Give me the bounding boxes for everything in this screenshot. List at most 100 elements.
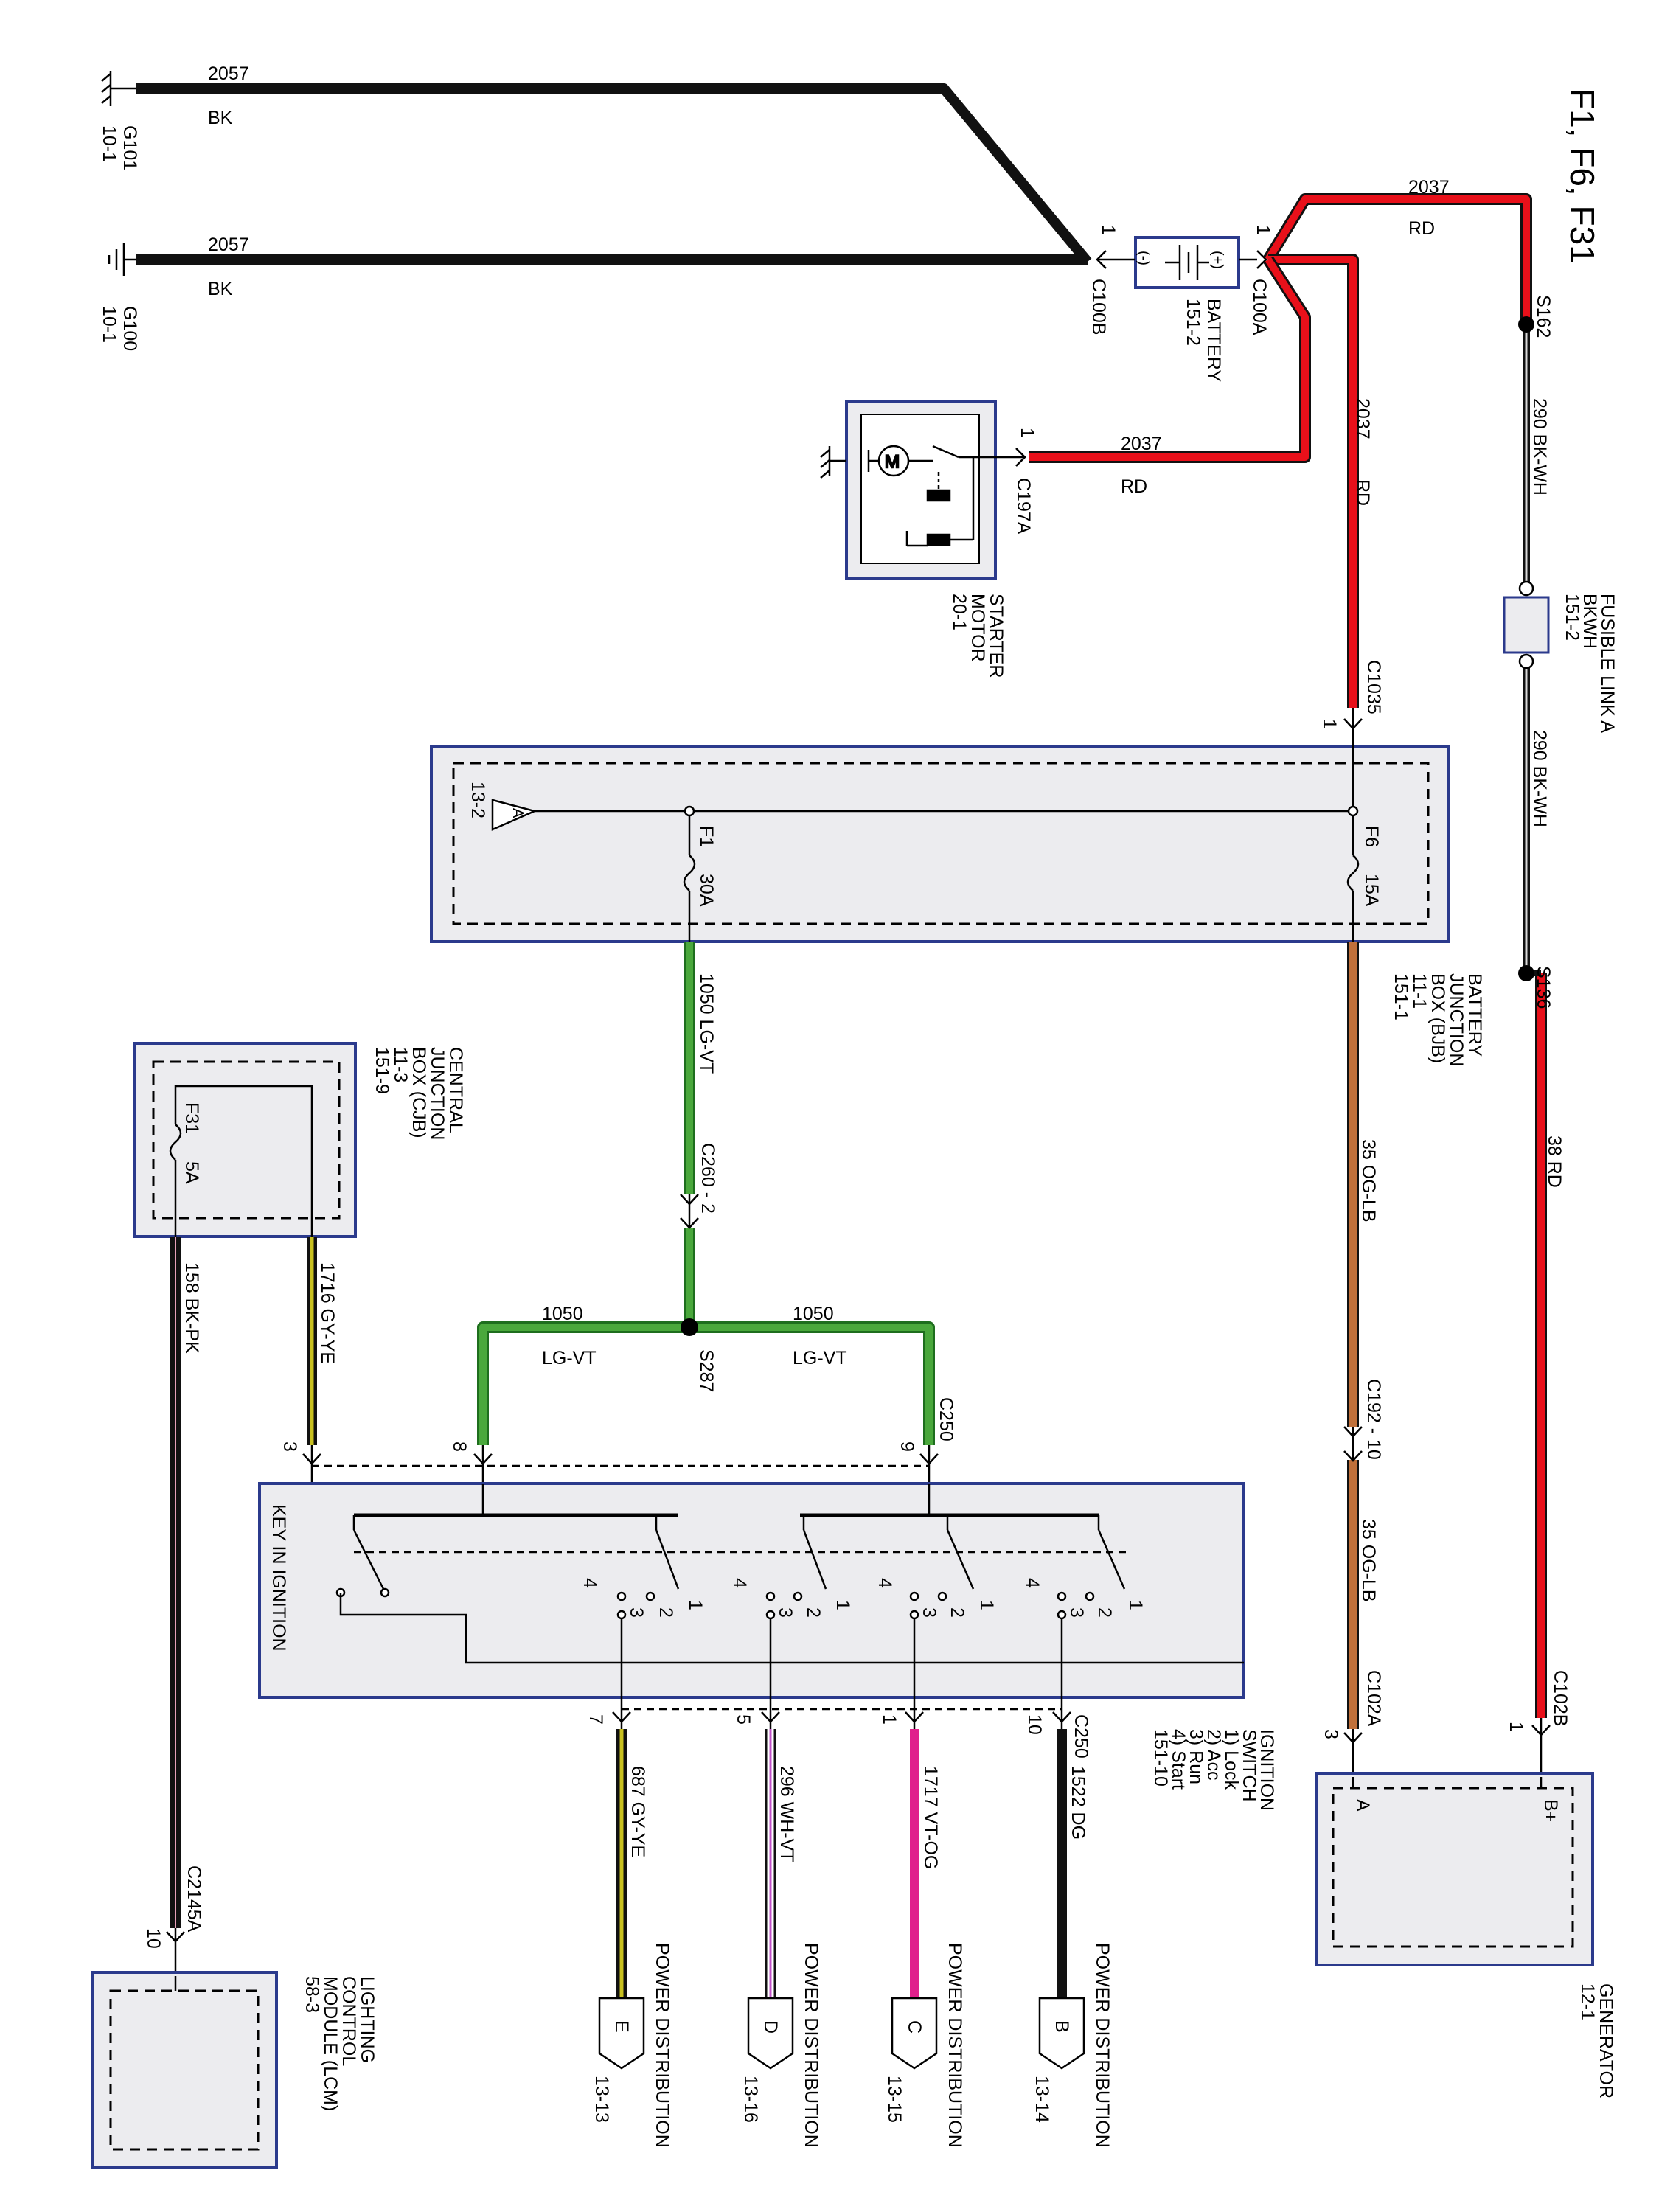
output-wires: [616, 1729, 1067, 1998]
connector-c102a-pin: 3: [1321, 1729, 1341, 1739]
ground-g100-name: G100: [119, 306, 140, 351]
pd-d-label: POWER DISTRIBUTION: [801, 1943, 821, 2148]
splice-s162-dot: [1518, 316, 1534, 333]
fusible-link-l1: FUSIBLE LINK A: [1597, 594, 1618, 733]
splice-s287: S287: [681, 1318, 717, 1392]
ignition-s2: 2) Acc: [1203, 1729, 1224, 1780]
bjb-triangle-letter: A: [509, 808, 526, 818]
fusible-link-ref: 151-2: [1562, 594, 1582, 641]
starter-ground-icon: [820, 446, 846, 479]
wire-bkwh-lower: 290 BK-WH: [1529, 730, 1550, 827]
connector-c102a: C102A 3: [1321, 1670, 1384, 1777]
fuse-f6-amp: 15A: [1361, 874, 1382, 907]
fuse-f31-icon: [169, 1124, 182, 1237]
wire-vert-rd-color: RD: [1352, 479, 1373, 506]
fusible-link-icon: [1503, 596, 1550, 654]
svg-text:2: 2: [947, 1607, 967, 1618]
bjb-l1: BATTERY: [1464, 973, 1485, 1057]
connector-c100b: C100B 1: [1088, 225, 1135, 335]
wire-lgvt-right-num: 1050: [793, 1304, 834, 1324]
ground-g101-icon: [101, 71, 136, 106]
connector-c100b-pin: 1: [1098, 225, 1119, 235]
wire-top-rd-num: 2037: [1408, 177, 1450, 198]
generator-box: [1315, 1772, 1594, 1966]
out-pin-7: 7: [585, 1714, 606, 1725]
battery-minus: (-): [1135, 251, 1152, 265]
svg-text:1: 1: [1125, 1600, 1146, 1610]
cjb-l1: CENTRAL: [445, 1047, 466, 1133]
key-in-ignition-label: KEY IN IGNITION: [268, 1504, 289, 1652]
svg-text:M: M: [885, 452, 900, 472]
cjb-ref1: 11-3: [390, 1047, 411, 1082]
svg-text:4: 4: [580, 1578, 600, 1588]
wire-g101-num: 2057: [208, 63, 249, 84]
generator-pin-b: B+: [1540, 1799, 1561, 1822]
svg-text:3: 3: [919, 1607, 939, 1618]
svg-text:4: 4: [729, 1578, 750, 1588]
out-pin-1: 1: [879, 1714, 900, 1725]
battery-junction-box: 13-2 A F1 30A F6 15A BATTERY JUNCTION BO…: [430, 745, 1485, 1066]
fusible-link: FUSIBLE LINK A BKWH 151-2: [1503, 580, 1618, 733]
svg-text:2: 2: [803, 1607, 824, 1618]
wire-out-b-label: 1522 DG: [1068, 1766, 1088, 1840]
pd-c-page: 13-15: [884, 2076, 905, 2123]
wire-og-upper: 35 OG-LB: [1358, 1139, 1379, 1222]
bjb-box: [430, 745, 1450, 943]
connector-c250-top-label: C250: [936, 1397, 956, 1441]
wire-starter-num: 2037: [1121, 434, 1162, 454]
connector-c1035: C1035 1: [1319, 660, 1384, 745]
pd-b-label: POWER DISTRIBUTION: [1092, 1943, 1113, 2148]
ground-g100-icon: [108, 243, 136, 276]
wire-out-d-label: 296 WH-VT: [776, 1766, 797, 1863]
bjb-ref1: 11-1: [1409, 973, 1430, 1009]
connector-c260-label: C260 - 2: [698, 1143, 718, 1214]
lcm-l1: LIGHTING: [357, 1976, 378, 2063]
generator-ref: 12-1: [1577, 1983, 1598, 2020]
wire-lgvt-right-color: LG-VT: [793, 1348, 847, 1368]
wire-g101-color: BK: [208, 108, 233, 128]
starter-motor: M STARTER MOTOR 20-1: [820, 400, 1006, 678]
generator-pin-a: A: [1352, 1799, 1373, 1812]
cjb-l2: JUNCTION: [427, 1047, 448, 1140]
svg-text:3: 3: [1066, 1607, 1087, 1618]
pd-e-arrow-icon: [598, 1997, 645, 2070]
wire-lgvt-left-color: LG-VT: [542, 1348, 597, 1368]
connector-c100a: C100A 1: [1239, 225, 1273, 335]
wire-bkpk-label: 158 BK-PK: [181, 1262, 202, 1354]
switch-input-connectors: [302, 1445, 939, 1484]
pd-d-page: 13-16: [740, 2076, 761, 2123]
ignition-switch: 3 8 9 KEY IN IGNITION: [258, 1441, 1277, 1811]
connector-c250-bottom-label: C250: [1071, 1714, 1091, 1759]
cjb-l3: BOX (CJB): [408, 1047, 429, 1138]
battery: (-) (+) BATTERY 151-2: [1134, 236, 1240, 382]
connector-c100a-label: C100A: [1249, 279, 1270, 335]
svg-text:3: 3: [775, 1607, 796, 1618]
bjb-ref2: 151-1: [1391, 973, 1411, 1020]
splice-s287-label: S287: [696, 1349, 717, 1392]
connector-c260: C260 - 2: [680, 1143, 718, 1229]
svg-text:2: 2: [655, 1607, 676, 1618]
fusible-link-l2: BKWH: [1579, 594, 1600, 649]
splice-s136: S136: [1518, 965, 1554, 1009]
battery-name: BATTERY: [1203, 299, 1224, 382]
connector-c197a: C197A 1: [995, 428, 1037, 535]
connector-c197a-pin: 1: [1017, 428, 1037, 438]
connector-c192: C192 - 10: [1343, 1379, 1384, 1462]
power-distribution-b: B POWER DISTRIBUTION 13-14: [1032, 1943, 1113, 2148]
lcm-inner: [109, 1989, 260, 2151]
ignition-s4: 4) Start: [1168, 1729, 1189, 1790]
wire-out-e-label: 687 GY-YE: [627, 1766, 648, 1857]
ground-g101-ref: 10-1: [99, 125, 119, 162]
wire-g100-num: 2057: [208, 234, 249, 255]
svg-text:1: 1: [976, 1600, 997, 1610]
wire-og-lower: 35 OG-LB: [1358, 1519, 1379, 1602]
ignition-l2: SWITCH: [1239, 1729, 1259, 1802]
ground-g101-name: G101: [119, 125, 140, 170]
out-pin-5: 5: [733, 1714, 754, 1725]
lcm-l3: MODULE (LCM): [320, 1976, 341, 2111]
connector-c100a-pin: 1: [1253, 225, 1273, 235]
connector-c2145a-pin: 10: [143, 1928, 164, 1949]
bjb-l2: JUNCTION: [1446, 973, 1467, 1066]
lighting-control-module: LIGHTING CONTROL MODULE (LCM) 58-3: [91, 1971, 378, 2169]
